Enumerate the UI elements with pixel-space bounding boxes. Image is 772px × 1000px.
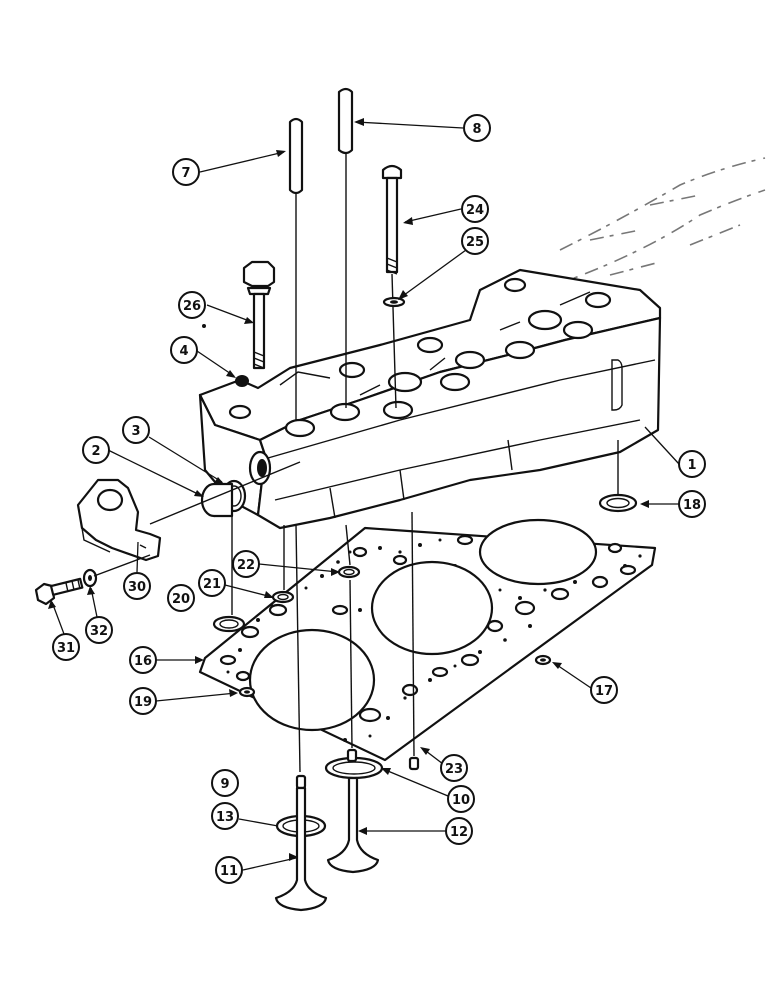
svg-text:25: 25 [466,235,484,250]
svg-text:9: 9 [220,777,229,792]
callout-9: 9 [211,769,239,797]
callout-4: 4 [170,336,198,364]
part-32-washer [82,568,98,588]
part-17-ring [598,493,638,513]
svg-text:31: 31 [57,641,75,656]
part-7-rod [288,117,304,420]
callout-30: 30 [123,572,151,600]
svg-text:4: 4 [179,344,188,359]
svg-text:22: 22 [237,558,255,573]
gasket-bore-1 [248,628,376,732]
callout-1: 1 [678,450,706,478]
callout-2: 2 [82,436,110,464]
svg-text:8: 8 [472,122,481,137]
callout-25: 25 [461,227,489,255]
head-top-details [228,277,612,438]
callout-18: 17 [590,676,618,704]
gasket-bore-2 [370,560,494,656]
callout-32: 32 [85,616,113,644]
part-11-valve [274,774,328,912]
callout-17: 18 [678,490,706,518]
svg-text:10: 10 [452,793,470,808]
callout-22: 22 [232,550,260,578]
rocker-cover-faint-sketch [554,157,766,286]
svg-text:17: 17 [595,684,613,699]
svg-text:12: 12 [450,825,468,840]
callout-20: 20 [167,584,195,612]
callout-11: 11 [215,856,243,884]
part-23-dowel [408,756,420,771]
callout-13: 13 [211,802,239,830]
part-30-bracket [76,478,162,562]
callouts: 7 8 24 25 26 4 3 2 1 18 22 21 20 30 32 3… [52,114,706,884]
part-18-ring [534,654,552,666]
svg-text:24: 24 [466,203,484,218]
callout-23: 23 [440,754,468,782]
svg-text:2: 2 [91,444,100,459]
leader-lines [48,118,680,871]
svg-text:26: 26 [183,299,201,314]
callout-31: 31 [52,633,80,661]
svg-text:11: 11 [220,864,238,879]
callout-3: 3 [122,416,150,444]
svg-text:3: 3 [131,424,140,439]
svg-text:18: 18 [683,498,701,513]
svg-text:21: 21 [203,577,221,592]
svg-text:30: 30 [128,580,146,595]
part-22-ring [337,565,361,579]
callout-12: 12 [445,817,473,845]
svg-text:16: 16 [134,654,152,669]
part-31-bolt [34,577,84,606]
svg-text:19: 19 [134,695,152,710]
svg-text:13: 13 [216,810,234,825]
callout-24: 24 [461,195,489,223]
callout-21: 21 [198,569,226,597]
svg-text:23: 23 [445,762,463,777]
callout-8: 8 [463,114,491,142]
cylinder-head [198,268,662,530]
part-25-washer [382,296,406,308]
callout-7: 7 [172,158,200,186]
callout-16: 16 [129,646,157,674]
part-20-ring [212,615,246,633]
gasket-holes [219,534,637,723]
gasket-bore-3 [478,518,598,586]
svg-text:32: 32 [90,624,108,639]
part-4-plug [235,375,249,387]
callout-26: 26 [178,291,206,319]
part-24-head-bolt [381,164,403,409]
callout-10: 10 [447,785,475,813]
head-gasket [198,518,657,762]
svg-text:20: 20 [172,592,190,607]
svg-text:7: 7 [181,166,190,181]
part-12-valve [326,748,380,874]
part-26-head-bolt [242,260,276,370]
part-8-rod [337,87,354,408]
part-21-ring [271,590,295,604]
part-19-ring [238,686,256,698]
svg-text:1: 1 [687,458,696,473]
callout-19: 19 [129,687,157,715]
